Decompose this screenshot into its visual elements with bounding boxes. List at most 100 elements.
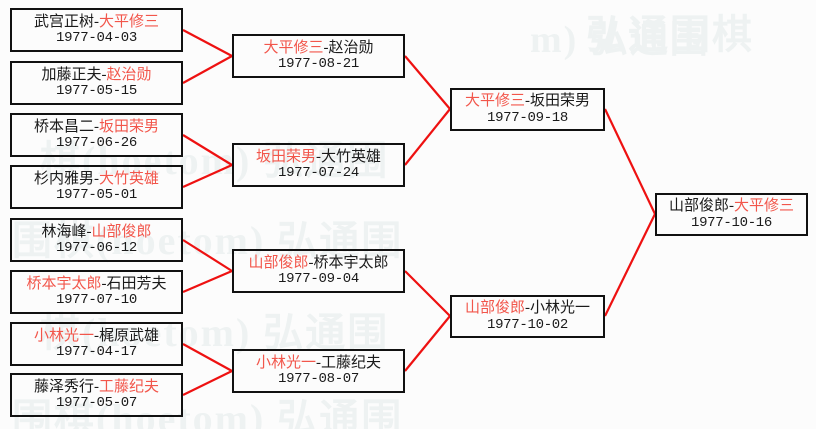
player-name-winner: 大平修三 (99, 13, 160, 30)
match-players: 杉内雅男-大竹英雄 (34, 171, 159, 187)
player-separator: - (525, 93, 530, 110)
match-date: 1977-09-04 (277, 271, 359, 288)
player-name-winner: 小林光一 (255, 354, 316, 371)
match-date: 1977-04-03 (55, 30, 137, 47)
player-name-loser: 赵治勋 (328, 39, 374, 56)
player-name-loser: 桥本昌二 (33, 118, 94, 135)
player-name-winner: 大平修三 (263, 39, 324, 56)
match-date: 1977-07-24 (277, 165, 359, 182)
player-separator: - (86, 223, 92, 240)
match-players: 林海峰-山部俊郎 (41, 224, 151, 240)
match-players: 武宫正树-大平修三 (34, 14, 159, 30)
player-name-loser: 梶原武雄 (99, 327, 160, 344)
match-date: 1977-06-26 (55, 135, 137, 152)
connector-line (182, 370, 233, 396)
player-separator: - (729, 198, 734, 215)
player-name-loser: 加藤正夫 (41, 66, 102, 83)
match-players: 加藤正夫-赵治勋 (41, 67, 151, 83)
match-date: 1977-08-21 (277, 56, 359, 73)
match-players: 山部俊郎-桥本宇太郎 (248, 255, 388, 271)
connector-line (182, 269, 233, 294)
player-separator: - (323, 39, 329, 56)
player-name-loser: 林海峰 (41, 223, 87, 240)
match-players: 大平修三-坂田荣男 (465, 93, 590, 109)
player-separator: - (94, 170, 99, 187)
match-players: 桥本宇太郎-石田芳夫 (26, 276, 166, 292)
player-name-loser: 杉内雅男 (33, 170, 94, 187)
connector-line (404, 108, 451, 166)
player-name-loser: 小林光一 (530, 300, 591, 317)
player-name-loser: 山部俊郎 (668, 198, 729, 215)
player-name-winner: 山部俊郎 (248, 254, 309, 271)
player-separator: - (94, 378, 99, 395)
player-name-loser: 大竹英雄 (321, 148, 382, 165)
connector-line (604, 108, 656, 215)
player-separator: - (94, 13, 99, 30)
player-name-loser: 坂田荣男 (530, 93, 591, 110)
player-name-winner: 小林光一 (33, 327, 94, 344)
match-date: 1977-08-07 (277, 371, 359, 388)
player-name-winner: 坂田荣男 (255, 148, 316, 165)
connector-line (404, 55, 451, 110)
player-separator: - (94, 118, 99, 135)
match-date: 1977-04-17 (55, 344, 137, 361)
player-name-winner: 山部俊郎 (464, 300, 525, 317)
match-players: 桥本昌二-坂田荣男 (34, 119, 159, 135)
match-date: 1977-05-15 (55, 83, 137, 100)
player-name-loser: 桥本宇太郎 (313, 254, 389, 271)
player-name-loser: 藤泽秀行 (33, 378, 94, 395)
connector-line (182, 134, 233, 166)
player-separator: - (308, 254, 314, 271)
player-separator: - (525, 300, 530, 317)
connector-line (182, 343, 233, 372)
player-name-winner: 工藤纪夫 (99, 378, 160, 395)
player-name-loser: 工藤纪夫 (321, 354, 382, 371)
match-date: 1977-06-12 (55, 240, 137, 257)
connector-line (182, 239, 233, 272)
player-name-winner: 大平修三 (464, 93, 525, 110)
connector-line (182, 163, 233, 189)
connector-line (404, 315, 451, 372)
player-name-winner: 桥本宇太郎 (26, 275, 102, 292)
player-separator: - (101, 275, 107, 292)
match-date: 1977-09-18 (486, 109, 568, 126)
player-name-winner: 山部俊郎 (91, 223, 152, 240)
connector-line (182, 55, 233, 84)
match-players: 大平修三-赵治勋 (263, 40, 373, 56)
match-players: 小林光一-梶原武雄 (34, 328, 159, 344)
player-separator: - (94, 327, 99, 344)
player-name-winner: 赵治勋 (106, 66, 152, 83)
player-separator: - (316, 354, 321, 371)
player-separator: - (101, 66, 107, 83)
match-players: 山部俊郎-小林光一 (465, 300, 590, 316)
player-name-winner: 坂田荣男 (99, 118, 160, 135)
player-name-loser: 武宫正树 (33, 13, 94, 30)
player-name-loser: 石田芳夫 (106, 275, 167, 292)
match-date: 1977-07-10 (55, 292, 137, 309)
match-players: 藤泽秀行-工藤纪夫 (34, 379, 159, 395)
match-players: 坂田荣男-大竹英雄 (256, 149, 381, 165)
match-date: 1977-05-07 (55, 395, 137, 412)
match-players: 山部俊郎-大平修三 (669, 198, 794, 214)
connector-line (182, 29, 233, 57)
player-name-winner: 大竹英雄 (99, 170, 160, 187)
match-date: 1977-10-02 (486, 316, 568, 333)
match-date: 1977-10-16 (690, 214, 772, 231)
